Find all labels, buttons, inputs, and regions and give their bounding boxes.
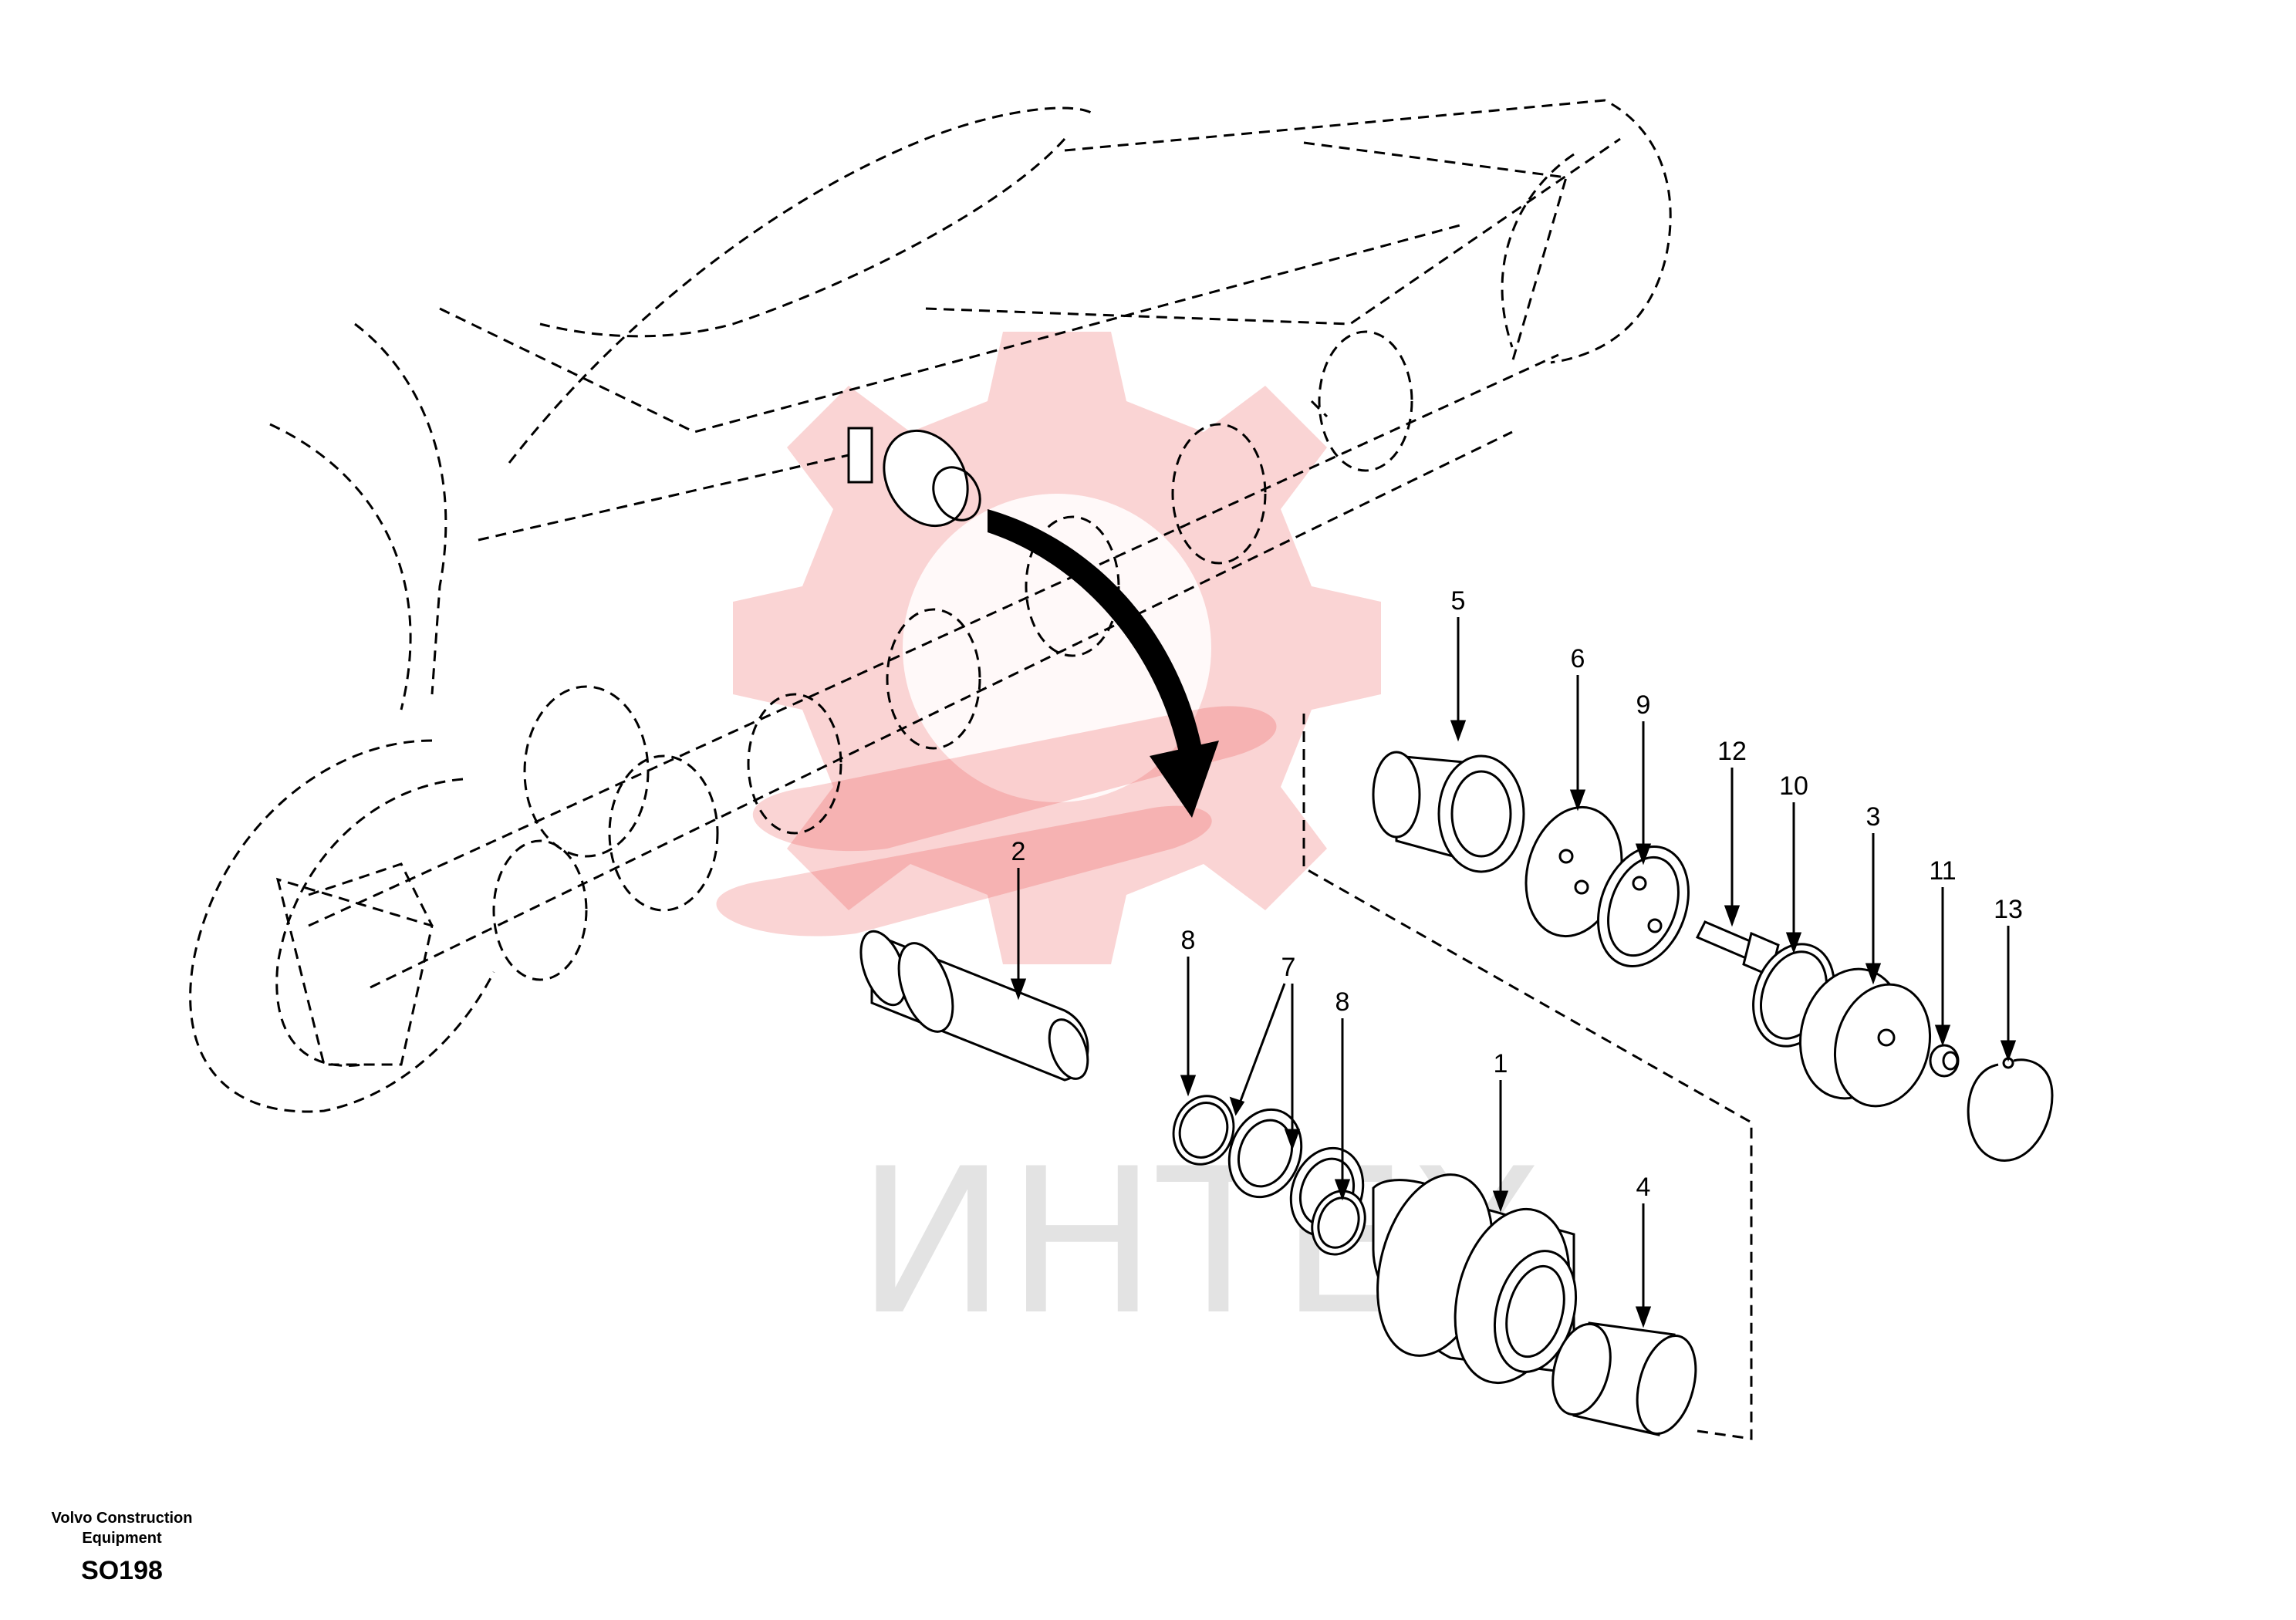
part-3-collar [1798, 967, 1932, 1108]
callout-leaders [1010, 617, 2017, 1328]
callout-3: 3 [1866, 802, 1881, 832]
callout-11: 11 [1929, 856, 1956, 886]
callout-7: 7 [1281, 953, 1296, 982]
callout-2: 2 [1011, 837, 1026, 866]
part-2-shaft [859, 930, 1089, 1082]
callout-8b: 8 [1335, 987, 1350, 1017]
callout-6: 6 [1571, 644, 1585, 673]
callout-8a: 8 [1181, 926, 1196, 955]
part-9-ring [1597, 845, 1690, 967]
diagram-code: SO198 [81, 1556, 163, 1585]
part-1-roller [1372, 1173, 1578, 1385]
undercarriage-outline [189, 99, 1672, 1113]
callout-13: 13 [1994, 895, 2023, 924]
callout-labels: 1 2 3 4 5 6 7 8 8 9 10 11 12 13 [1011, 586, 2023, 1202]
track-rollers [492, 330, 1413, 981]
part-8b-ring [1311, 1190, 1366, 1256]
callout-5: 5 [1451, 586, 1466, 616]
footer: Volvo Construction Equipment SO198 [14, 1508, 230, 1586]
part-7a-seal [1227, 1108, 1303, 1199]
part-12-bolt [1695, 920, 1780, 978]
part-5-bushing [1372, 751, 1525, 873]
callout-4: 4 [1636, 1173, 1651, 1202]
manufacturer-line-1: Volvo Construction [51, 1510, 193, 1527]
part-8a-ring [1172, 1095, 1235, 1166]
callout-9: 9 [1636, 690, 1651, 720]
part-11-plug [1929, 1044, 1960, 1078]
callout-12: 12 [1717, 737, 1747, 766]
highlighted-roller [847, 427, 981, 528]
part-13-snap-ring [1967, 1057, 2054, 1163]
watermark-logo [716, 332, 1381, 964]
manufacturer-line-2: Equipment [82, 1530, 162, 1547]
exploded-view-boundary [1302, 714, 1753, 1440]
part-4-bushing [1551, 1321, 1697, 1436]
callout-1: 1 [1494, 1049, 1508, 1078]
callout-10: 10 [1779, 771, 1808, 801]
detail-arrow [988, 509, 1219, 818]
